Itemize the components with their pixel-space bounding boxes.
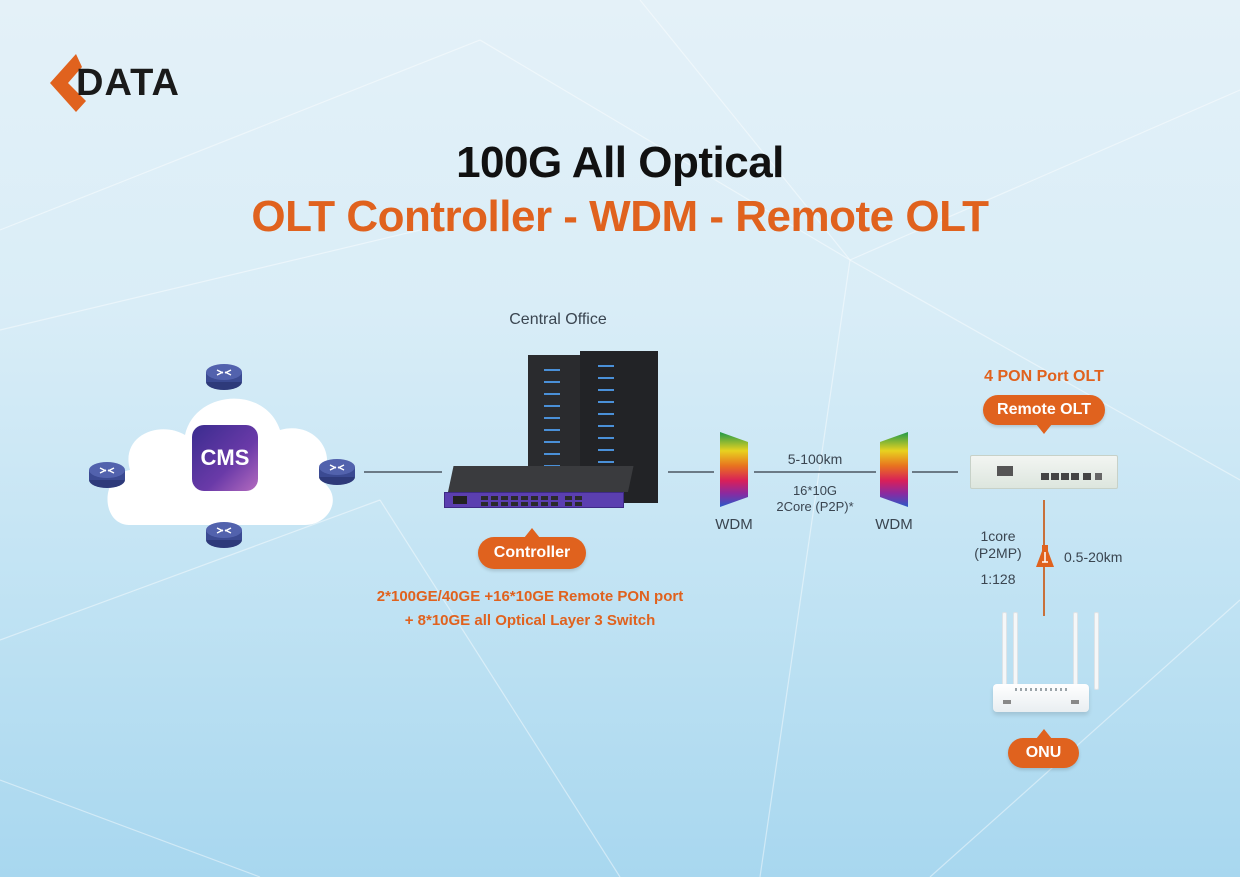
remote-olt-badge: Remote OLT bbox=[983, 395, 1105, 434]
page-subtitle: OLT Controller - WDM - Remote OLT bbox=[251, 192, 989, 241]
link-cloud-controller bbox=[364, 471, 442, 473]
page-title: 100G All Optical bbox=[456, 138, 784, 187]
wdm-core-label: 2Core (P2P)* bbox=[776, 499, 854, 514]
controller-device-icon bbox=[444, 492, 624, 508]
router-icon bbox=[205, 360, 243, 392]
brand-logo: DATA bbox=[46, 52, 196, 114]
remote-olt-caption: 4 PON Port OLT bbox=[984, 368, 1104, 385]
wdm-distance-label: 5-100km bbox=[787, 451, 843, 467]
antenna-icon bbox=[1073, 612, 1078, 686]
diamond-logo-icon bbox=[50, 54, 86, 112]
pon-split-ratio-label: 1:128 bbox=[980, 571, 1016, 587]
antenna-icon bbox=[1013, 612, 1018, 686]
logo-wordmark: DATA bbox=[76, 62, 180, 104]
controller-description-line1: 2*100GE/40GE +16*10GE Remote PON port bbox=[376, 588, 684, 605]
router-icon bbox=[88, 458, 126, 490]
antenna-icon bbox=[1094, 612, 1099, 690]
wdm-capacity-label: 16*10G bbox=[792, 483, 838, 498]
antenna-icon bbox=[1002, 612, 1007, 690]
remote-olt-device-icon bbox=[970, 455, 1118, 489]
cms-tile[interactable]: CMS bbox=[192, 425, 258, 491]
splitter-icon bbox=[1036, 545, 1054, 567]
controller-badge: Controller bbox=[478, 528, 586, 569]
pon-mode-label: (P2MP) bbox=[974, 545, 1022, 561]
controller-device-top bbox=[448, 466, 634, 492]
pon-core-label: 1core bbox=[980, 528, 1016, 544]
central-office-label: Central Office bbox=[509, 311, 607, 328]
wdm-icon-right bbox=[880, 432, 908, 507]
wdm-right-label: WDM bbox=[875, 516, 913, 533]
link-wdm-olt bbox=[912, 471, 958, 473]
wdm-icon-left bbox=[720, 432, 748, 507]
onu-badge: ONU bbox=[1008, 729, 1079, 768]
link-co-wdm bbox=[668, 471, 714, 473]
wdm-left-label: WDM bbox=[715, 516, 753, 533]
router-icon bbox=[205, 518, 243, 550]
router-icon bbox=[318, 455, 356, 487]
link-wdm-wdm bbox=[754, 471, 876, 473]
pon-distance-label: 0.5-20km bbox=[1064, 549, 1123, 565]
onu-device-icon bbox=[993, 684, 1089, 712]
controller-description-line2: + 8*10GE all Optical Layer 3 Switch bbox=[404, 612, 656, 629]
